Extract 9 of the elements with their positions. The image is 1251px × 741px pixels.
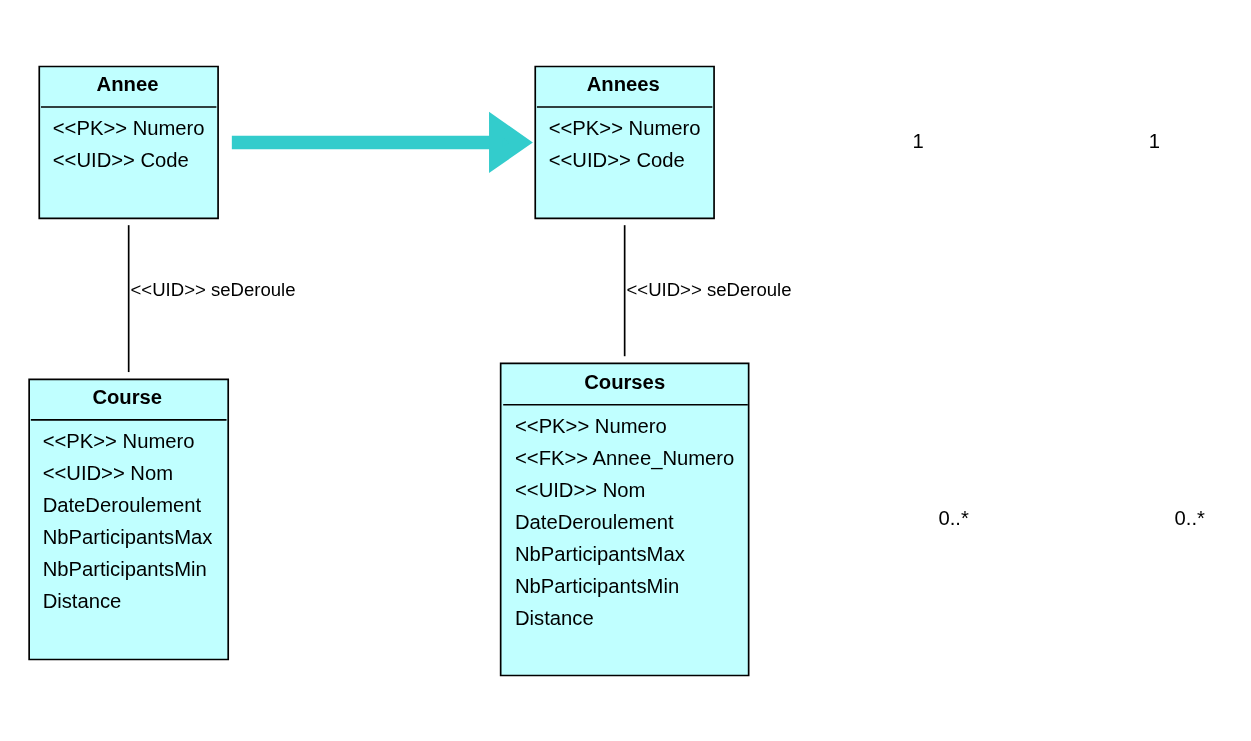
label: 0..* xyxy=(938,506,969,529)
edge-label: <<UID>> seDeroule xyxy=(626,278,792,300)
arrow xyxy=(231,111,533,173)
label: 1 xyxy=(1148,129,1161,152)
connector xyxy=(127,223,130,373)
connector xyxy=(623,223,626,357)
label: 0..* xyxy=(1174,506,1205,529)
edge-label: <<UID>> seDeroule xyxy=(130,278,296,300)
label: 1 xyxy=(912,129,924,152)
